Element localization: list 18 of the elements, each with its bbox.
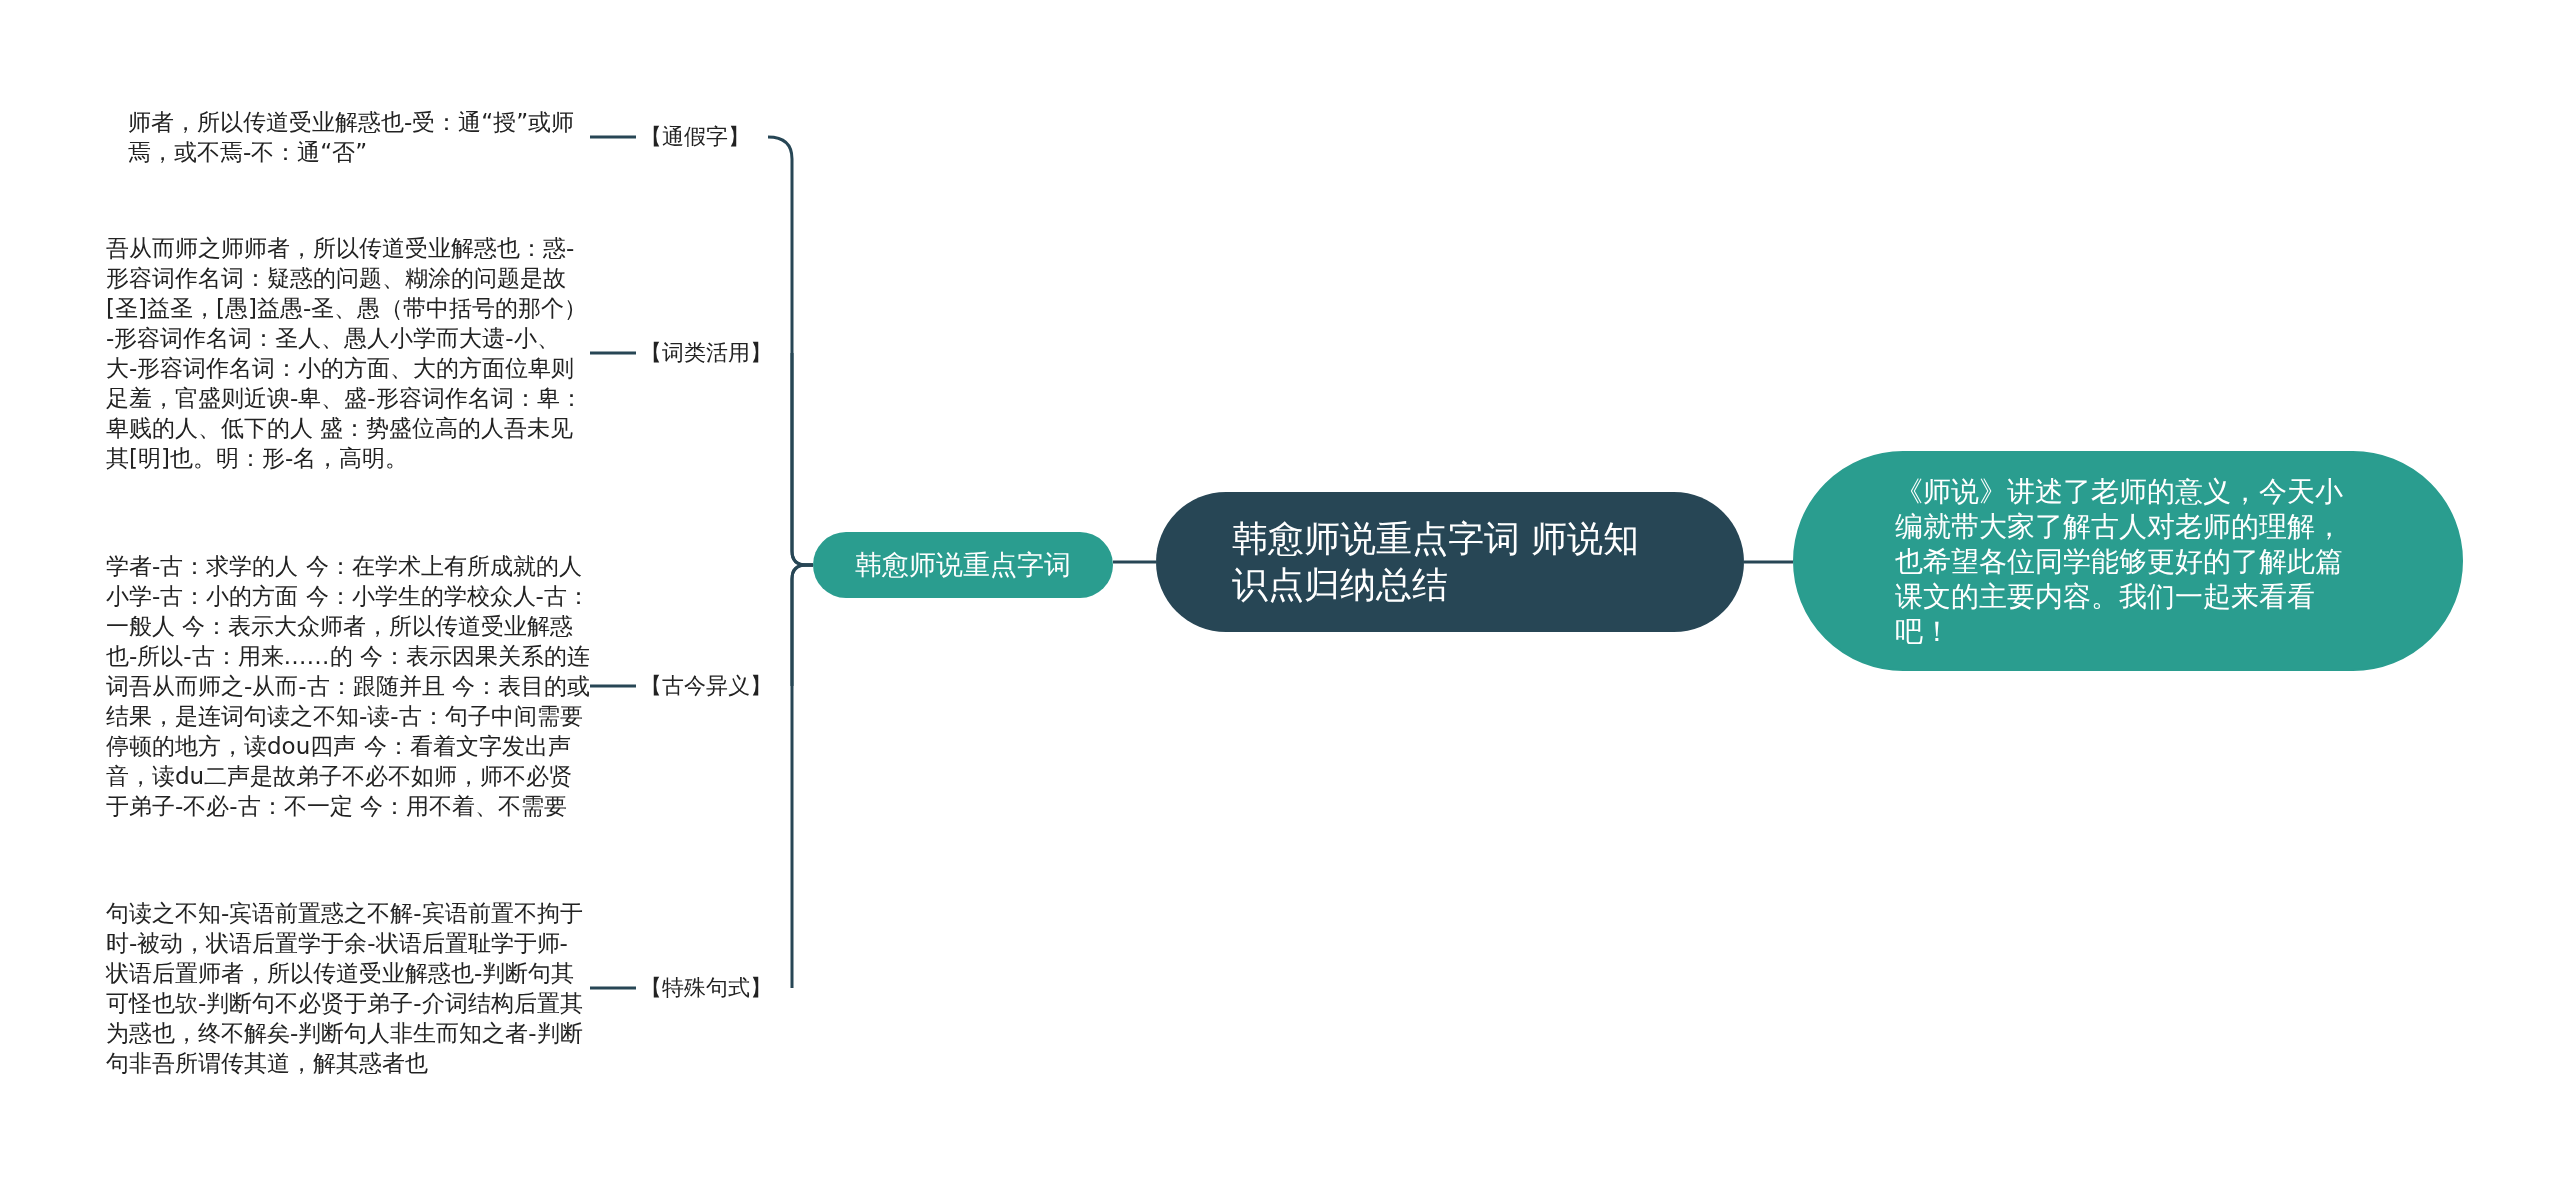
connector-line xyxy=(590,684,636,688)
branch-topic-node: 韩愈师说重点字词 xyxy=(813,532,1113,598)
central-topic-node: 韩愈师说重点字词 师说知识点归纳总结 xyxy=(1156,492,1744,632)
connector-line xyxy=(1113,560,1156,564)
connector-line xyxy=(790,563,813,988)
category-label: 【古今异义】 xyxy=(640,672,786,700)
note-text: 学者-古：求学的人 今：在学术上有所成就的人小学-古：小的方面 今：小学生的学校众人-古：一般人 今：表示大众师者，所以传道受业解惑也-所以-古：用来……的 今：表示因果关系的连词吾从而师之-从而-古：跟随并且 今：表目的或结果，是连词句读之不知-读-古：句子中间需要停顿的地方，读dou四声 今：看着文字发出声音，读du二声是故弟子不必不如师，师不必贤于弟子-不必-古：不一定 今：用不着、不需要 xyxy=(106,551,590,821)
note-text: 句读之不知-宾语前置惑之不解-宾语前置不拘于时-被动，状语后置学于余-状语后置耻学于师-状语后置师者，所以传道受业解惑也-判断句其可怪也欤-判断句不必贤于弟子-介词结构后置其为惑也，终不解矣-判断句人非生而知之者-判断句非吾所谓传其道，解其惑者也 xyxy=(106,898,590,1078)
note-text: 吾从而师之师师者，所以传道受业解惑也：惑-形容词作名词：疑惑的问题、糊涂的问题是故[圣]益圣，[愚]益愚-圣、愚（带中括号的那个）-形容词作名词：圣人、愚人小学而大遗-小、大-形容词作名词：小的方面、大的方面位卑则足羞，官盛则近谀-卑、盛-形容词作名词：卑：卑贱的人、低下的人 盛：势盛位高的人吾未见其[明]也。明：形-名，高明。 xyxy=(106,233,590,473)
summary-node: 《师说》讲述了老师的意义，今天小编就带大家了解古人对老师的理解，也希望各位同学能够更好的了解此篇课文的主要内容。我们一起来看看吧！ xyxy=(1793,451,2463,671)
category-label: 【词类活用】 xyxy=(640,339,786,367)
connector-line xyxy=(1744,560,1793,564)
connector-line xyxy=(590,135,636,139)
connector-line xyxy=(590,351,636,355)
category-label: 【通假字】 xyxy=(640,123,762,151)
note-text: 师者，所以传道受业解惑也-受：通“授”或师焉，或不焉-不：通“否” xyxy=(128,107,590,167)
category-label: 【特殊句式】 xyxy=(640,974,786,1002)
connector-line xyxy=(590,986,636,990)
